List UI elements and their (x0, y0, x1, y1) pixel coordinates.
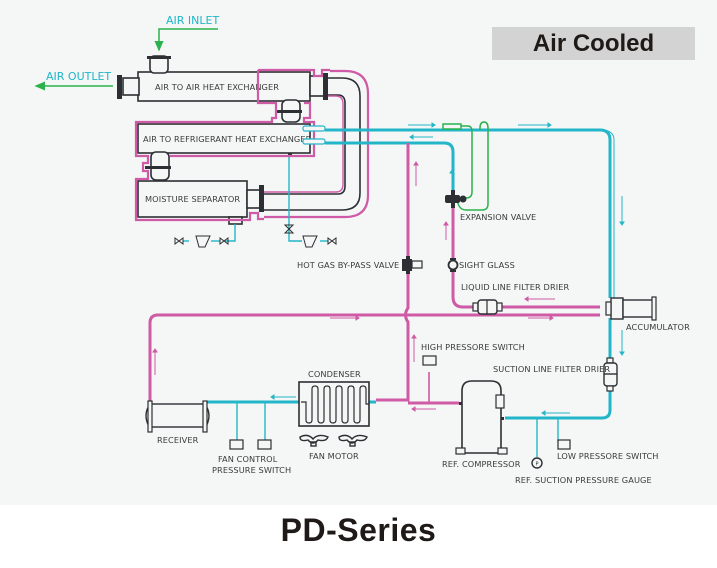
discharge-lines (148, 143, 600, 405)
air-to-ref-hx-label: AIR TO REFRIGERANT HEAT EXCHANGER (143, 134, 312, 144)
low-pressure-switch-icon (557, 439, 571, 450)
suction-filter-drier-label: SUCTION LINE FILTER DRIER (493, 364, 610, 374)
title-box: Air Cooled (492, 27, 695, 60)
receiver-label: RECEIVER (157, 435, 199, 445)
discharge-flow-arrows (152, 161, 555, 412)
diagram-canvas: AIR INLET AIR OUTLET AIR TO AIR HEAT EXC… (34, 14, 695, 485)
diagram-title: Air Cooled (532, 29, 655, 57)
expansion-valve-icon (445, 190, 467, 208)
liquid-filter-drier-label: LIQUID LINE FILTER DRIER (461, 282, 570, 292)
high-pressure-switch-icon (422, 355, 437, 366)
air-to-air-heat-exchanger (117, 55, 328, 123)
high-pressure-switch-label: HIGH PRESSORE SWITCH (421, 342, 525, 352)
hot-gas-bypass-label: HOT GAS BY-PASS VALVE (297, 260, 399, 270)
air-inlet-label: AIR INLET (166, 14, 219, 27)
fan-motor-label: FAN MOTOR (309, 451, 359, 461)
refrigeration-diagram: AIR INLET AIR OUTLET AIR TO AIR HEAT EXC… (34, 14, 690, 485)
accumulator-icon (605, 296, 657, 321)
suction-filter-drier-icon (603, 357, 618, 392)
gauge-symbol: P (535, 462, 538, 468)
moisture-separator (137, 180, 264, 225)
fan-motor-icon (299, 434, 368, 447)
air-to-refrigerant-heat-exchanger (137, 123, 311, 181)
moisture-separator-label: MOISTURE SEPARATOR (145, 194, 240, 204)
series-title: PD-Series (280, 512, 437, 548)
fan-control-pressure-switch-icons (229, 439, 272, 450)
pressure-gauge-icon: P (531, 457, 543, 469)
receiver-icon (145, 400, 210, 433)
suction-flow-arrows (270, 122, 625, 416)
expansion-valve-label: EXPANSION VALVE (460, 212, 536, 222)
capillary-line (442, 121, 489, 211)
sight-glass-icon (447, 258, 459, 272)
hot-gas-bypass-valve-icon (402, 256, 423, 274)
drain-lines (174, 157, 337, 248)
air-outlet-label: AIR OUTLET (46, 70, 111, 83)
sight-glass-label: SIGHT GLASS (459, 260, 515, 270)
air-to-air-hx-label: AIR TO AIR HEAT EXCHANGER (155, 82, 279, 92)
liquid-line-filter-drier-icon (472, 299, 503, 315)
low-pressure-switch-label: LOW PRESSORE SWITCH (557, 451, 659, 461)
air-inlet-arrow (154, 28, 218, 52)
condenser-icon (298, 381, 370, 427)
accumulator-label: ACCUMULATOR (626, 322, 690, 332)
compressor-icon (455, 380, 508, 455)
compressor-label: REF. COMPRESSOR (442, 459, 521, 469)
fan-control-label-2: PRESSURE SWITCH (212, 465, 291, 475)
fan-control-label-1: FAN CONTROL (218, 454, 278, 464)
suction-gauge-label: REF. SUCTION PRESSURE GAUGE (515, 475, 652, 485)
condenser-label: CONDENSER (308, 369, 361, 379)
